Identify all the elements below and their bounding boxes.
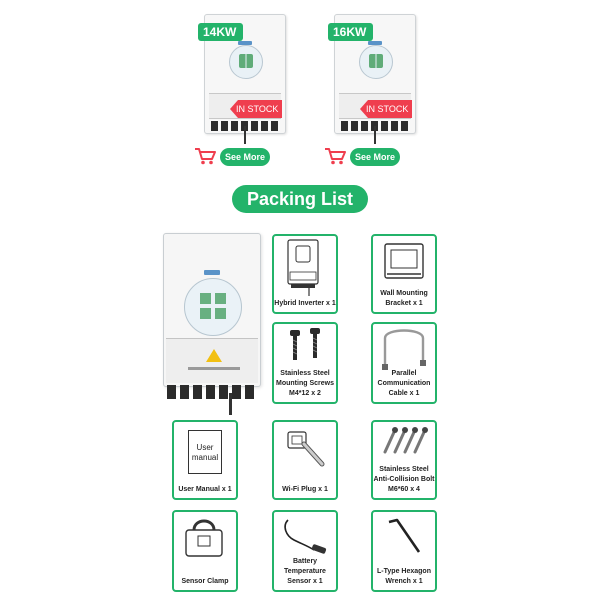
in-stock-badge: IN STOCK: [360, 100, 413, 118]
packing-item-wall-bracket: Wall Mounting Bracket x 1: [371, 234, 437, 314]
sensor-clamp-icon: [185, 519, 223, 557]
main-inverter-image: [163, 233, 263, 415]
packing-item-communication-cable: Parallel Communication Cable x 1: [371, 322, 437, 404]
item-label: Battery Temperature Sensor x 1: [284, 558, 326, 585]
packing-item-wifi-plug: Wi-Fi Plug x 1: [272, 420, 338, 500]
product-card-16kw[interactable]: 16KW IN STOCK: [328, 14, 418, 144]
item-label: User Manual x 1: [178, 486, 232, 493]
item-label: Stainless Steel Anti-Collision Bolt M6*6…: [373, 466, 435, 493]
see-more-button[interactable]: See More: [350, 148, 400, 166]
user-manual-icon: User manual: [188, 430, 222, 474]
item-label: L-Type Hexagon Wrench x 1: [377, 568, 431, 585]
packing-item-hybrid-inverter: Hybrid Inverter x 1: [272, 234, 338, 314]
hybrid-inverter-icon: [287, 239, 319, 296]
item-label: Hybrid Inverter x 1: [274, 300, 336, 307]
temperature-sensor-icon: [284, 519, 327, 554]
cable-icon: [382, 329, 426, 370]
packing-item-temperature-sensor: Battery Temperature Sensor x 1: [272, 510, 338, 592]
bolts-icon: [383, 427, 428, 454]
hex-wrench-icon: [388, 518, 421, 553]
product-card-14kw[interactable]: 14KW IN STOCK: [198, 14, 288, 144]
shopping-cart-icon[interactable]: [324, 147, 346, 165]
wifi-plug-icon: [287, 431, 325, 467]
manual-cover-text: User manual: [191, 443, 219, 462]
in-stock-badge: IN STOCK: [230, 100, 283, 118]
packing-item-hex-wrench: L-Type Hexagon Wrench x 1: [371, 510, 437, 592]
item-label: Wall Mounting Bracket x 1: [380, 290, 428, 307]
item-label: Stainless Steel Mounting Screws M4*12 x …: [276, 370, 334, 397]
item-label: Wi-Fi Plug x 1: [282, 486, 328, 493]
packing-item-mounting-screws: Stainless Steel Mounting Screws M4*12 x …: [272, 322, 338, 404]
screws-icon: [290, 328, 320, 360]
shopping-cart-icon[interactable]: [194, 147, 216, 165]
packing-item-anti-collision-bolts: Stainless Steel Anti-Collision Bolt M6*6…: [371, 420, 437, 500]
see-more-button[interactable]: See More: [220, 148, 270, 166]
power-rating-badge: 14KW: [198, 23, 244, 41]
see-more-row-16kw: See More: [324, 147, 404, 167]
wall-bracket-icon: [384, 243, 424, 279]
warning-icon: [206, 349, 222, 362]
power-rating-badge: 16KW: [328, 23, 374, 41]
packing-list-title: Packing List: [232, 185, 368, 213]
item-label: Parallel Communication Cable x 1: [377, 370, 431, 397]
packing-item-user-manual: User manual User Manual x 1: [172, 420, 238, 500]
packing-item-sensor-clamp: Sensor Clamp: [172, 510, 238, 592]
item-label: Sensor Clamp: [181, 578, 229, 585]
see-more-row-14kw: See More: [194, 147, 274, 167]
